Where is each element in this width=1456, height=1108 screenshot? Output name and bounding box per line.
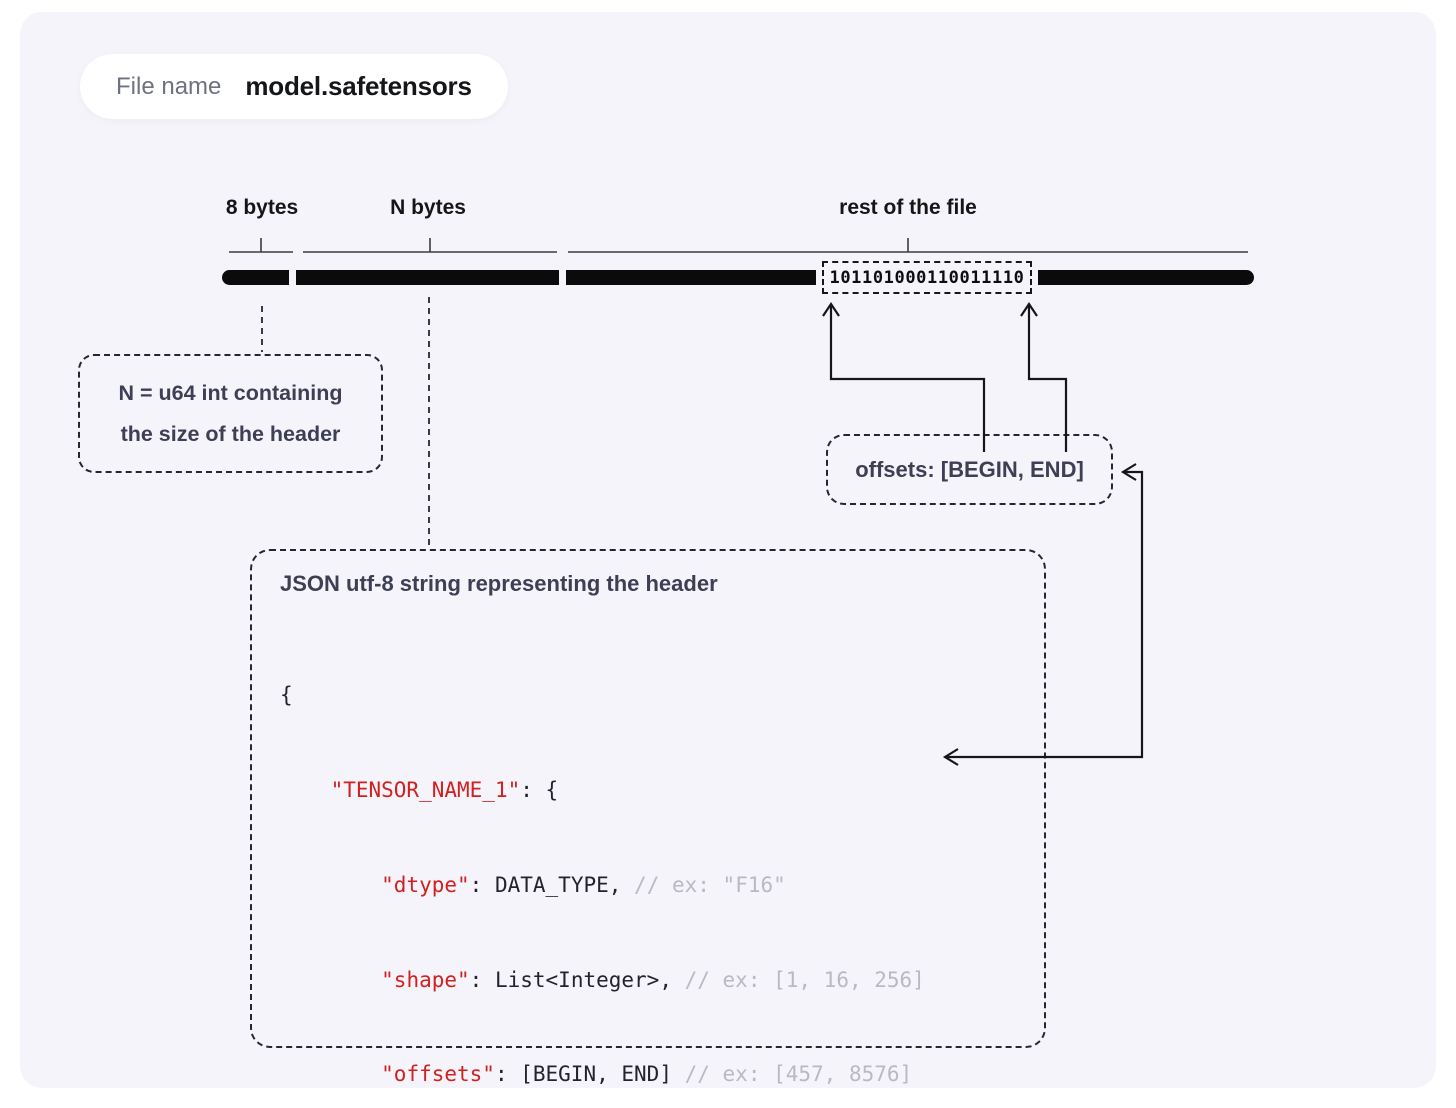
- code-line: {: [280, 683, 293, 708]
- callout-offsets-text: offsets: [BEGIN, END]: [855, 456, 1084, 482]
- code-line: "dtype": DATA_TYPE, // ex: "F16": [381, 872, 786, 897]
- bar-segment-rest-left: [566, 270, 816, 285]
- label-n-bytes: N bytes: [390, 196, 466, 219]
- code-line: "shape": List<Integer>, // ex: [1, 16, 2…: [381, 967, 925, 992]
- bar-segment-n-bytes: [296, 270, 559, 285]
- json-header-box: [250, 549, 1046, 1048]
- json-code-block: { "TENSOR_NAME_1": { "dtype": DATA_TYPE,…: [280, 617, 1001, 1108]
- code-line: "offsets": [BEGIN, END] // ex: [457, 857…: [381, 1062, 913, 1087]
- file-name-label: File name: [116, 72, 222, 100]
- callout-header-size: N = u64 int containing the size of the h…: [78, 354, 383, 473]
- label-8-bytes: 8 bytes: [225, 196, 299, 219]
- label-rest-of-file: rest of the file: [839, 196, 977, 219]
- json-header-title: JSON utf-8 string representing the heade…: [280, 571, 718, 596]
- bar-segment-rest-right: [1038, 270, 1254, 285]
- callout-offsets: offsets: [BEGIN, END]: [826, 434, 1113, 505]
- binary-offsets-box: 101101000110011110: [822, 261, 1032, 294]
- callout-header-size-line2: the size of the header: [120, 421, 341, 446]
- binary-string: 101101000110011110: [829, 267, 1025, 288]
- file-name-value: model.safetensors: [245, 71, 472, 101]
- code-line: "TENSOR_NAME_1": {: [330, 777, 559, 802]
- file-name-pill: File name model.safetensors: [80, 54, 508, 119]
- bar-segment-8-bytes: [222, 270, 289, 285]
- callout-header-size-line1: N = u64 int containing: [118, 380, 343, 405]
